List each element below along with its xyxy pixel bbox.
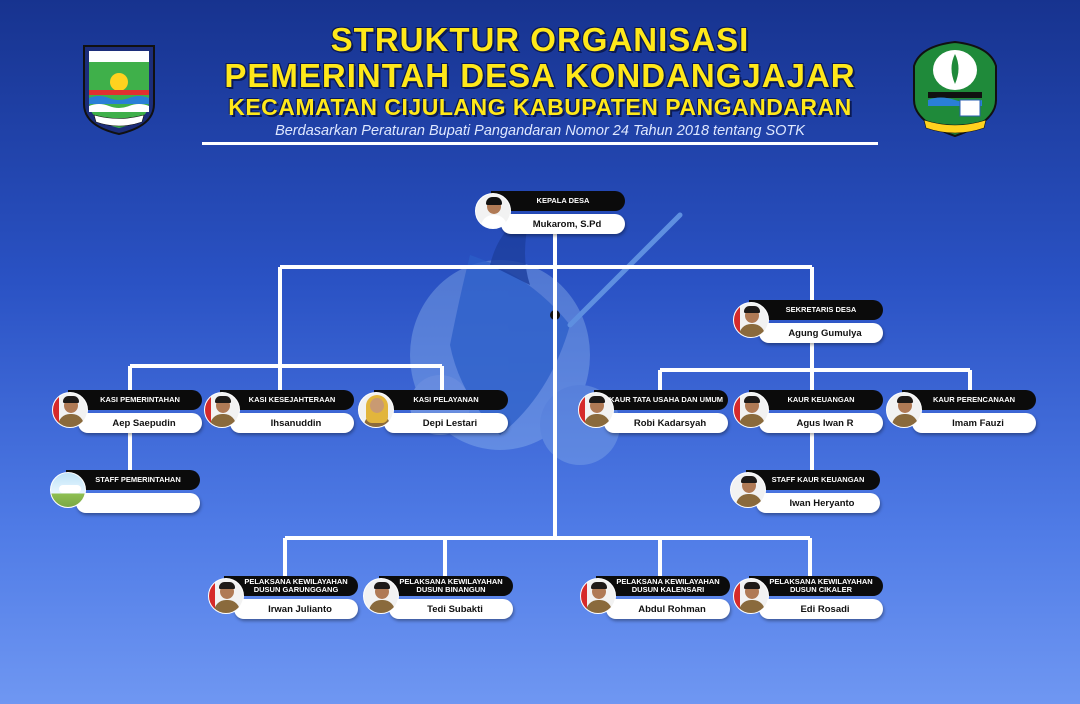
name-label: Abdul Rohman (606, 599, 730, 619)
name-label: Robi Kadarsyah (604, 413, 728, 433)
node-kaur-tata-usaha: KAUR TATA USAHA DAN UMUM Robi Kadarsyah (578, 390, 728, 440)
portrait-photo (730, 472, 766, 508)
node-kasi-kesejahteraan: KASI KESEJAHTERAAN Ihsanuddin (204, 390, 354, 440)
node-kepala-desa: KEPALA DESA Mukarom, S.Pd (475, 191, 625, 241)
role-label: KASI PELAYANAN (374, 390, 508, 410)
portrait-photo (733, 302, 769, 338)
node-kasi-pelayanan: KASI PELAYANAN Depi Lestari (358, 390, 508, 440)
node-dusun-kalensari: PELAKSANA KEWILAYAHAN DUSUN KALENSARI Ab… (580, 576, 730, 626)
name-label: Imam Fauzi (912, 413, 1036, 433)
role-label: KAUR KEUANGAN (749, 390, 883, 410)
portrait-photo (733, 578, 769, 614)
node-staff-pemerintahan: STAFF PEMERINTAHAN (50, 470, 200, 520)
role-label: KEPALA DESA (491, 191, 625, 211)
portrait-photo (475, 193, 511, 229)
role-label: PELAKSANA KEWILAYAHAN DUSUN BINANGUN (379, 576, 513, 596)
name-label: Mukarom, S.Pd (501, 214, 625, 234)
name-label (76, 493, 200, 513)
portrait-photo (578, 392, 614, 428)
role-label: PELAKSANA KEWILAYAHAN DUSUN KALENSARI (596, 576, 730, 596)
role-label: STAFF KAUR KEUANGAN (746, 470, 880, 490)
node-sekretaris-desa: SEKRETARIS DESA Agung Gumulya (733, 300, 883, 350)
portrait-photo (363, 578, 399, 614)
name-label: Aep Saepudin (78, 413, 202, 433)
node-kaur-keuangan: KAUR KEUANGAN Agus Iwan R (733, 390, 883, 440)
node-staff-kaur-keuangan: STAFF KAUR KEUANGAN Iwan Heryanto (730, 470, 880, 520)
west-java-province-crest-icon (913, 40, 997, 138)
pangandaran-regency-crest-icon (83, 45, 155, 136)
portrait-photo (886, 392, 922, 428)
name-label: Tedi Subakti (389, 599, 513, 619)
name-label: Agung Gumulya (759, 323, 883, 343)
role-label: PELAKSANA KEWILAYAHAN DUSUN CIKALER (749, 576, 883, 596)
role-label: KASI KESEJAHTERAAN (220, 390, 354, 410)
name-label: Irwan Julianto (234, 599, 358, 619)
role-label: SEKRETARIS DESA (749, 300, 883, 320)
portrait-photo (580, 578, 616, 614)
title-line-1: STRUKTUR ORGANISASI (330, 21, 750, 58)
portrait-photo (204, 392, 240, 428)
portrait-photo (358, 392, 394, 428)
node-dusun-binangun: PELAKSANA KEWILAYAHAN DUSUN BINANGUN Ted… (363, 576, 513, 626)
portrait-photo (52, 392, 88, 428)
name-label: Iwan Heryanto (756, 493, 880, 513)
name-label: Edi Rosadi (759, 599, 883, 619)
role-label: STAFF PEMERINTAHAN (66, 470, 200, 490)
title-line-3: KECAMATAN CIJULANG KABUPATEN PANGANDARAN (228, 94, 852, 120)
node-kasi-pemerintahan: KASI PEMERINTAHAN Aep Saepudin (52, 390, 202, 440)
node-dusun-garunggang: PELAKSANA KEWILAYAHAN DUSUN GARUNGGANG I… (208, 576, 358, 626)
title-line-2: PEMERINTAH DESA KONDANGJAJAR (224, 57, 856, 94)
role-label: KAUR TATA USAHA DAN UMUM (594, 390, 728, 410)
title-subtitle: Berdasarkan Peraturan Bupati Pangandaran… (275, 123, 805, 139)
name-label: Agus Iwan R (759, 413, 883, 433)
placeholder-photo (50, 472, 86, 508)
name-label: Depi Lestari (384, 413, 508, 433)
node-dusun-cikaler: PELAKSANA KEWILAYAHAN DUSUN CIKALER Edi … (733, 576, 883, 626)
name-label: Ihsanuddin (230, 413, 354, 433)
role-label: PELAKSANA KEWILAYAHAN DUSUN GARUNGGANG (224, 576, 358, 596)
role-label: KAUR PERENCANAAN (902, 390, 1036, 410)
title-block: STRUKTUR ORGANISASI PEMERINTAH DESA KOND… (0, 22, 1080, 140)
node-kaur-perencanaan: KAUR PERENCANAAN Imam Fauzi (886, 390, 1036, 440)
title-underline (202, 142, 878, 145)
role-label: KASI PEMERINTAHAN (68, 390, 202, 410)
portrait-photo (208, 578, 244, 614)
portrait-photo (733, 392, 769, 428)
